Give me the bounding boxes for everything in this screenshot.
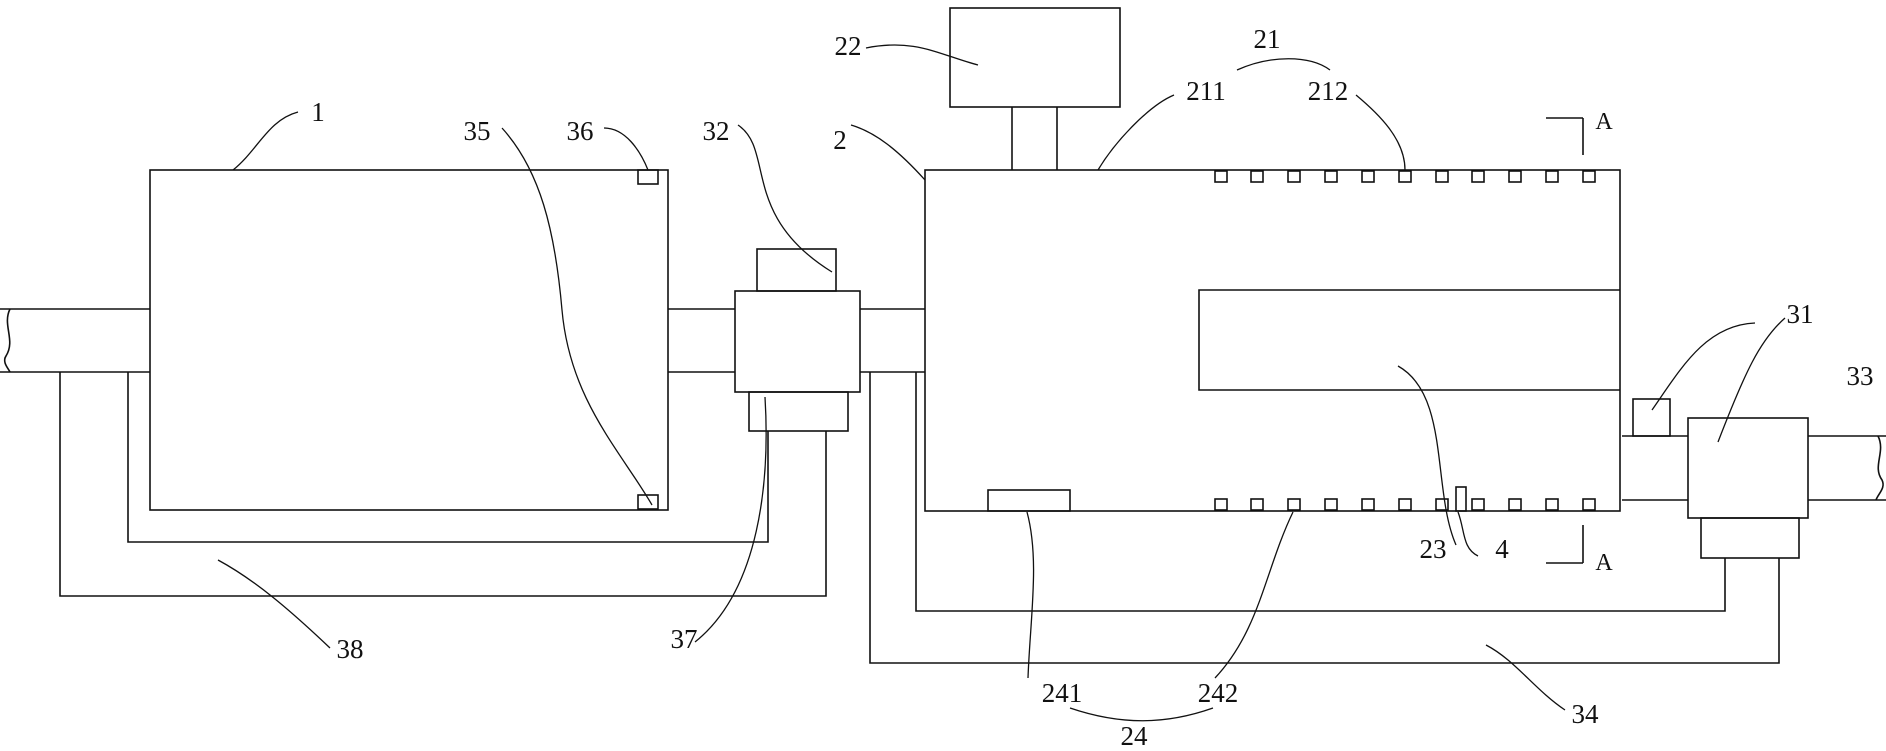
label-23: 23 (1420, 534, 1447, 564)
label-242: 242 (1198, 678, 1239, 708)
valve-32 (734, 248, 861, 432)
label-31: 31 (1787, 299, 1814, 329)
label-section-top: A (1595, 109, 1613, 135)
label-4: 4 (1495, 534, 1509, 564)
label-2: 2 (833, 125, 847, 155)
box-22 (949, 7, 1121, 108)
bypass-line-38 (59, 372, 827, 597)
label-21: 21 (1254, 24, 1281, 54)
sensor-31 (1632, 398, 1671, 437)
label-34: 34 (1572, 699, 1600, 729)
box-22-stem (1011, 107, 1058, 170)
tank-1 (149, 169, 669, 511)
label-35: 35 (464, 116, 491, 146)
label-24: 24 (1121, 721, 1149, 751)
sensor-35 (637, 494, 659, 510)
label-37: 37 (671, 624, 698, 654)
top-nozzle-row (1214, 170, 1596, 183)
sensor-36 (637, 169, 659, 185)
label-211: 211 (1186, 76, 1226, 106)
label-212: 212 (1308, 76, 1349, 106)
label-241: 241 (1042, 678, 1083, 708)
main-pipe (0, 308, 1886, 501)
label-32: 32 (703, 116, 730, 146)
section-mark-bottom (1546, 525, 1584, 564)
label-38: 38 (337, 634, 364, 664)
leader-lines (217, 44, 1786, 722)
bottom-nozzle-row (1214, 498, 1596, 511)
probe-4 (1455, 486, 1467, 512)
part-241 (987, 489, 1071, 512)
section-mark-top (1546, 117, 1584, 155)
label-section-bottom: A (1595, 550, 1613, 576)
inner-plate-23 (1198, 289, 1620, 391)
valve-33 (1687, 417, 1809, 559)
label-22: 22 (835, 31, 862, 61)
label-36: 36 (567, 116, 594, 146)
bypass-line-34 (869, 372, 1780, 664)
reference-labels: 1 35 36 32 2 22 21 211 212 A A 31 33 23 … (311, 24, 1873, 751)
chamber-2 (924, 169, 1621, 512)
label-33: 33 (1847, 361, 1874, 391)
label-1: 1 (311, 97, 325, 127)
